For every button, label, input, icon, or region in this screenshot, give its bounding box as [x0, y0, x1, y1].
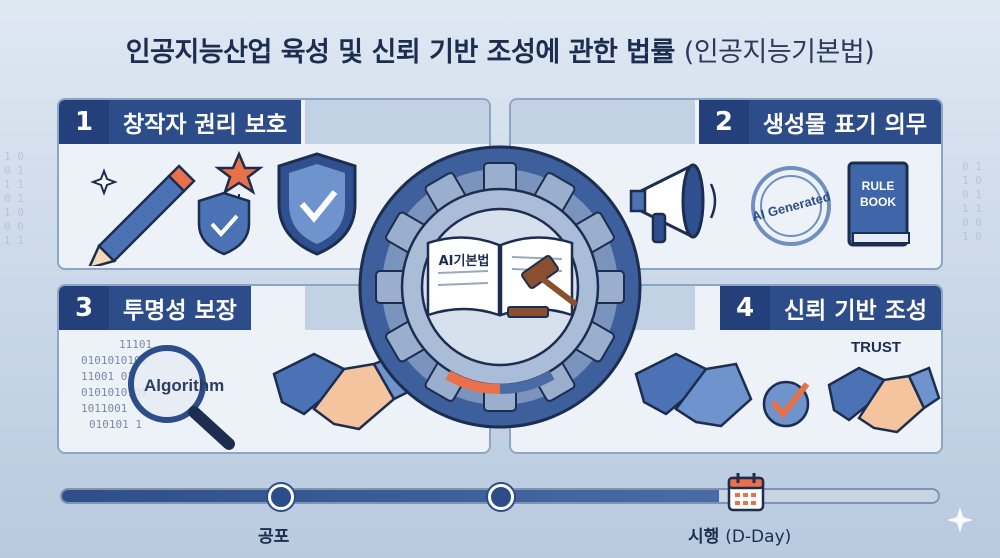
magnifier-icon: Algorithm [128, 345, 235, 450]
shield-check-icon [277, 152, 357, 256]
panel-title: 신뢰 기반 조성 [770, 286, 941, 330]
page-title: 인공지능산업 육성 및 신뢰 기반 조성에 관한 법률 (인공지능기본법) [125, 37, 875, 68]
sparkle-icon [947, 507, 973, 533]
star-icon [214, 150, 264, 195]
svg-text:0101010101: 0101010101 [81, 354, 147, 367]
background-binary-right: 0 1 1 0 0 1 1 1 0 0 1 0 [962, 160, 982, 243]
handshake-icon [827, 366, 941, 434]
svg-text:AI기본법: AI기본법 [439, 253, 490, 269]
background-binary-left: 1 0 0 1 1 1 0 1 1 0 0 0 1 1 [4, 150, 24, 247]
svg-text:RULE: RULE [862, 179, 895, 193]
panel-number: 2 [698, 100, 749, 144]
pencil-icon [88, 164, 196, 266]
central-gear: AI기본법 [358, 145, 642, 429]
svg-text:1011001: 1011001 [81, 402, 127, 415]
timeline-dot-promulgation[interactable] [268, 484, 294, 510]
svg-text:11001 01: 11001 01 [81, 370, 134, 383]
svg-text:BOOK: BOOK [860, 195, 896, 209]
shield-check-icon [197, 191, 251, 256]
panel-header: 4 신뢰 기반 조성 [720, 286, 941, 330]
panel-2-illustration: AI Generated RULE BOOK [629, 161, 910, 247]
timeline-dot-middle[interactable] [488, 484, 514, 510]
panel-header-strip [305, 100, 489, 144]
svg-text:11101: 11101 [119, 338, 152, 351]
megaphone-icon [629, 163, 717, 244]
panel-header-strip [511, 100, 695, 144]
sparkle-icon [90, 168, 118, 196]
panel-header: 3 투명성 보장 [59, 286, 251, 330]
panel-4-illustration: TRUST [634, 339, 941, 434]
svg-text:Algorithm: Algorithm [144, 376, 224, 395]
panel-1-illustration [88, 150, 357, 266]
panel-title: 생성물 표기 의무 [748, 100, 941, 144]
panel-header: 1 창작자 권리 보호 [59, 100, 302, 144]
handshake-icon [634, 352, 753, 428]
timeline-label-enforcement: 시행 (D-Day) [688, 527, 792, 547]
panel-number: 1 [59, 100, 109, 144]
checkmark-icon [762, 380, 810, 428]
rule-book-icon: RULE BOOK [847, 161, 910, 247]
panel-title: 투명성 보장 [109, 286, 251, 330]
timeline-label-promulgation: 공포 [258, 527, 290, 547]
stamp-icon: AI Generated [750, 166, 832, 246]
trust-label: TRUST [851, 339, 901, 356]
panel-title: 창작자 권리 보호 [109, 100, 302, 144]
gavel-icon [507, 255, 577, 318]
panel-header: 2 생성물 표기 의무 [698, 100, 941, 144]
calendar-icon [727, 473, 765, 512]
svg-text:010101 1: 010101 1 [89, 418, 142, 431]
panel-number: 3 [59, 286, 109, 330]
panel-number: 4 [720, 286, 771, 330]
gear-icon: AI기본법 [358, 145, 642, 429]
timeline-progress [62, 490, 719, 502]
